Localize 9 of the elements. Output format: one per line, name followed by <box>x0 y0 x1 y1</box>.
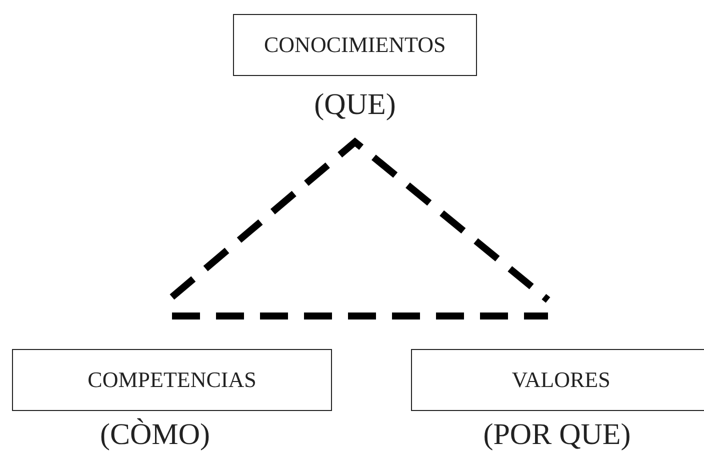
text-box <box>411 349 704 411</box>
caption-text: (POR QUE) <box>483 418 631 452</box>
box-label: COMPETENCIAS <box>88 367 256 393</box>
box-label: CONOCIMIENTOS <box>264 32 446 58</box>
text-box <box>233 14 477 76</box>
caption-text: (QUE) <box>314 88 396 122</box>
box-label: VALORES <box>512 367 610 393</box>
text-box <box>12 349 332 411</box>
caption-text: (CÒMO) <box>100 418 210 452</box>
